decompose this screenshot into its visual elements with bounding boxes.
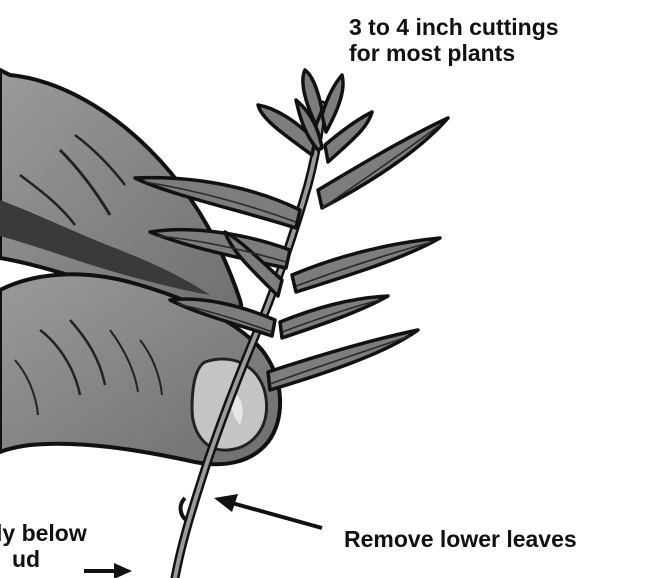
cutting-length-line1: 3 to 4 inch cuttings: [349, 14, 559, 40]
arrow-cut-position: [84, 563, 132, 578]
leaf: [318, 118, 448, 208]
cut-position-label: ly below ud: [0, 520, 87, 572]
leaf-node: [181, 498, 186, 520]
cut-position-line1: ly below: [0, 520, 87, 546]
remove-leaves-label: Remove lower leaves: [344, 526, 577, 552]
cutting-length-label: 3 to 4 inch cuttings for most plants: [349, 14, 559, 66]
cutting-length-line2: for most plants: [349, 40, 559, 66]
arrow-remove-leaves: [214, 494, 322, 528]
leaf: [268, 330, 418, 390]
leaf: [322, 75, 343, 132]
cut-position-line2: ud: [0, 546, 87, 572]
